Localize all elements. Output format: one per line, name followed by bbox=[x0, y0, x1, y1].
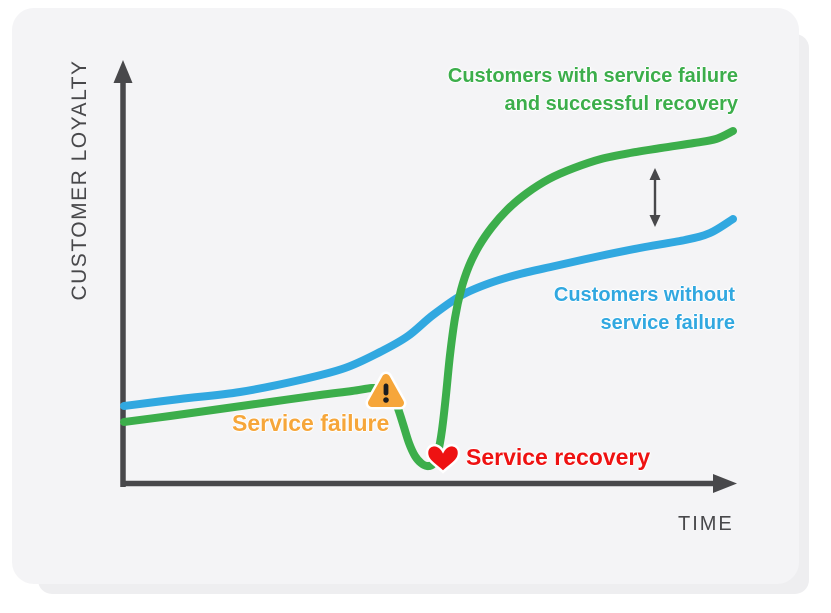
gap-arrow-top-head bbox=[649, 168, 661, 180]
y-axis-title: CUSTOMER LOYALTY bbox=[68, 59, 91, 301]
warning-exclamation-bar bbox=[383, 383, 389, 396]
warning-triangle-icon bbox=[365, 371, 407, 410]
curve-green bbox=[120, 127, 737, 471]
recovery-curve-label: Customers with service failure and succe… bbox=[448, 62, 738, 118]
axes bbox=[113, 60, 737, 493]
loyalty-gap-arrow bbox=[649, 168, 661, 227]
service-failure-label: Service failure bbox=[232, 410, 390, 436]
recovery-curve-label-line1: Customers with service failure bbox=[447, 65, 738, 87]
baseline-curve-label: Customers without service failure bbox=[554, 281, 735, 337]
heart-icon bbox=[425, 444, 461, 474]
baseline-curve-label-line2: service failure bbox=[600, 312, 735, 334]
heart-shape bbox=[425, 444, 461, 474]
x-axis-arrowhead bbox=[713, 474, 737, 493]
service-recovery-label: Service recovery bbox=[466, 444, 651, 470]
x-axis-title: TIME bbox=[678, 513, 734, 535]
warning-exclamation-dot bbox=[383, 397, 389, 403]
diagram-card bbox=[12, 8, 799, 584]
y-axis-arrowhead bbox=[113, 60, 133, 83]
gap-arrow-bottom-head bbox=[649, 215, 661, 227]
curves bbox=[120, 127, 737, 471]
recovery-curve-label-line2: and successful recovery bbox=[504, 93, 738, 115]
baseline-curve-label-line1: Customers without bbox=[553, 284, 735, 306]
